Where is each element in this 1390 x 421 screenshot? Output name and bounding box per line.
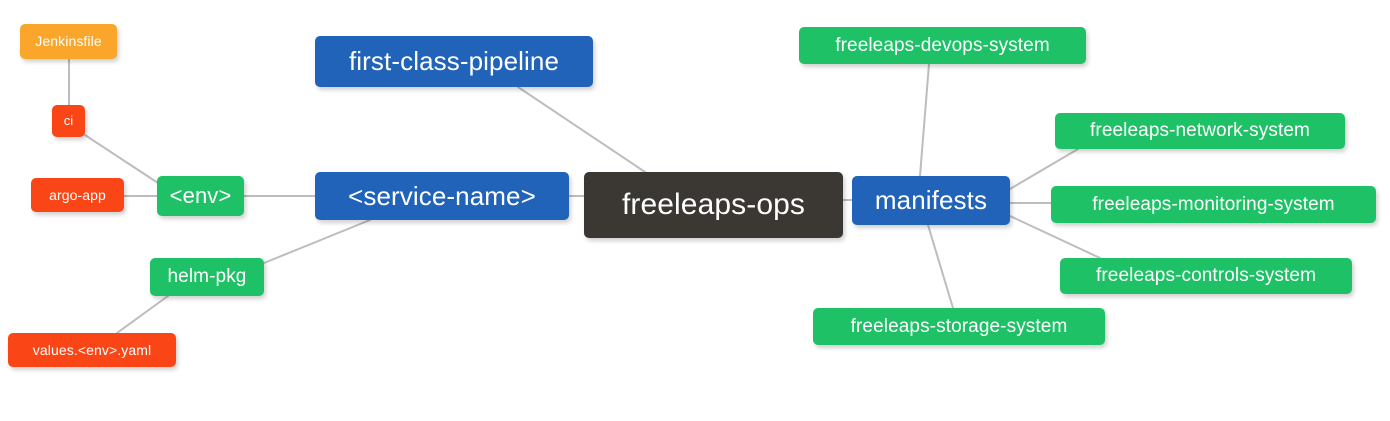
node-freeleaps-monitoring-system[interactable]: freeleaps-monitoring-system [1051, 186, 1376, 223]
node-freeleaps-ops[interactable]: freeleaps-ops [584, 172, 843, 238]
node-jenkinsfile[interactable]: Jenkinsfile [20, 24, 117, 59]
node-freeleaps-controls-system[interactable]: freeleaps-controls-system [1060, 258, 1352, 294]
node-label-freeleaps-storage-system: freeleaps-storage-system [850, 315, 1068, 337]
edge-ci-to-env [84, 134, 159, 184]
node-label-argo-app: argo-app [49, 186, 106, 203]
edge-manifests-to-freeleaps-storage-system [927, 224, 954, 309]
node-argo-app[interactable]: argo-app [31, 178, 124, 212]
node-label-jenkinsfile: Jenkinsfile [35, 33, 102, 49]
node-ci[interactable]: ci [52, 105, 85, 137]
node-label-manifests: manifests [874, 185, 988, 215]
node-label-helm-pkg: helm-pkg [167, 266, 247, 287]
node-first-class-pipeline[interactable]: first-class-pipeline [315, 36, 593, 87]
edge-helm-pkg-to-service-name [263, 219, 371, 264]
node-manifests[interactable]: manifests [852, 176, 1010, 225]
edge-freeleaps-devops-system-to-manifests [919, 63, 930, 177]
node-freeleaps-devops-system[interactable]: freeleaps-devops-system [799, 27, 1086, 64]
node-label-ci: ci [63, 113, 74, 128]
node-label-service-name: <service-name> [348, 180, 536, 211]
edge-first-class-pipeline-to-freeleaps-ops [517, 86, 646, 173]
node-label-freeleaps-network-system: freeleaps-network-system [1090, 120, 1310, 141]
node-env[interactable]: <env> [157, 176, 244, 216]
node-label-first-class-pipeline: first-class-pipeline [348, 46, 560, 76]
node-values-yaml[interactable]: values.<env>.yaml [8, 333, 176, 367]
node-freeleaps-network-system[interactable]: freeleaps-network-system [1055, 113, 1345, 149]
node-label-freeleaps-monitoring-system: freeleaps-monitoring-system [1092, 193, 1335, 215]
node-helm-pkg[interactable]: helm-pkg [150, 258, 264, 296]
edge-manifests-to-freeleaps-network-system [1009, 148, 1079, 190]
node-freeleaps-storage-system[interactable]: freeleaps-storage-system [813, 308, 1105, 345]
node-label-env: <env> [169, 182, 232, 208]
edge-values-yaml-to-helm-pkg [116, 295, 169, 334]
node-service-name[interactable]: <service-name> [315, 172, 569, 220]
node-label-freeleaps-controls-system: freeleaps-controls-system [1095, 265, 1317, 286]
node-label-freeleaps-ops: freeleaps-ops [621, 187, 806, 221]
node-label-values-yaml: values.<env>.yaml [32, 341, 152, 358]
node-label-freeleaps-devops-system: freeleaps-devops-system [835, 34, 1050, 56]
